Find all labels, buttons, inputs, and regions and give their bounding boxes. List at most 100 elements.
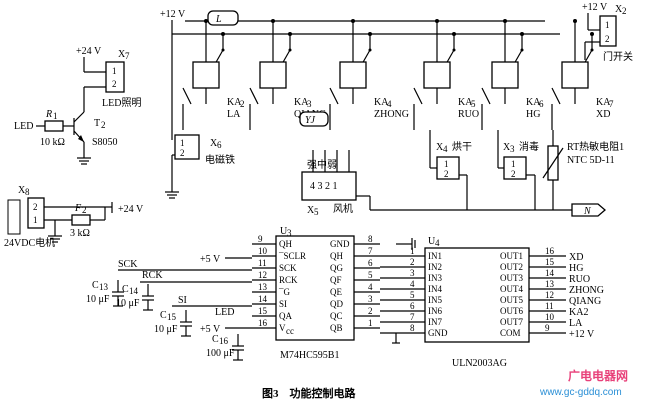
top-rail: +12 V L (160, 9, 560, 130)
x4-name: 烘干 (452, 141, 472, 153)
u4-rpin-name-12: OUT5 (500, 295, 523, 305)
relay-name-hg: HG (526, 109, 540, 120)
f2-ref: F (74, 203, 82, 214)
relay-coil-ka2 (192, 61, 220, 89)
u4-rpin-name-13: OUT4 (500, 284, 523, 294)
relay-ref-sub-ka7: 7 (609, 99, 614, 109)
u4-signal-hg: HG (569, 263, 583, 274)
u4-pin-name-2: IN2 (428, 262, 442, 272)
rt-label-1: RT热敏电阻1 (567, 140, 624, 153)
yj-node-label: YJ (305, 115, 316, 126)
u3-rpin-name-4: QE (330, 287, 342, 297)
x4-dryer: X 4 烘干 1 2 (429, 130, 472, 210)
u4-body (424, 247, 530, 343)
led-input-label: LED (14, 121, 33, 132)
u3-rpin-num-5: 5 (368, 270, 373, 280)
figure-caption: 图3 功能控制电路 (262, 386, 356, 400)
cap-ref-c14: C (122, 284, 129, 295)
relay-ref-sub-ka3: 3 (307, 99, 312, 109)
u3-rpin-num-7: 7 (368, 246, 373, 256)
x6-pin1: 1 (180, 138, 185, 148)
l-node-label: L (215, 14, 222, 25)
u4-rpin-num-14: 14 (545, 268, 555, 278)
x8-ref-sub: 8 (25, 187, 30, 197)
input-signals: SCK RCK SI LED +5 V +5 V (118, 254, 252, 335)
t2-type: S8050 (92, 137, 118, 148)
x3-pin2: 2 (511, 169, 516, 179)
x3-ref: X (503, 142, 511, 153)
u4-signal-12v: +12 V (569, 329, 595, 340)
vcc12-top-label: +12 V (160, 9, 186, 20)
x6-electromagnet: 1 2 X 6 电磁铁 (165, 130, 235, 199)
relay-ref-sub-ka5: 5 (471, 99, 476, 109)
relay-bank: KA2LAKA3QIANGKA4ZHONGKA5RUOKA6HGKA7XD (182, 19, 614, 130)
u4-rpin-name-11: OUT6 (500, 306, 523, 316)
x5-fan: 强中弱 4 3 2 1 X 5 风机 (301, 150, 370, 217)
u4-pin-num-1: 1 (410, 246, 415, 256)
u4-signal-xd: XD (569, 252, 583, 263)
watermark-line1: 广电电器网 (568, 368, 628, 383)
f2-ref-sub: 2 (82, 205, 87, 215)
vcc5-b-label: +5 V (200, 324, 221, 335)
u4-part: ULN2003AG (452, 358, 507, 369)
vcc24-x8-label: +24 V (118, 204, 144, 215)
u4-pin-num-5: 5 (410, 290, 415, 300)
relay-name-la: LA (227, 109, 241, 120)
u3-pin-num-9: 9 (258, 234, 263, 244)
u3-rpin-name-3: QD (330, 299, 343, 309)
u3-rpin-name-7: QH (330, 251, 343, 261)
yj-node-box (299, 111, 329, 127)
u3-pin-name-12: RCK (279, 275, 298, 285)
cap-value-c15: 10 μF (154, 324, 178, 335)
f2-body (71, 214, 91, 226)
u4-pin-num-3: 3 (410, 268, 415, 278)
u3-rpin-name-5: QF (330, 275, 342, 285)
x5-title: 强中弱 (307, 158, 337, 171)
u4-pin-name-4: IN4 (428, 284, 442, 294)
relay-ref-ka5: KA (458, 97, 473, 108)
x7-connector (105, 61, 125, 93)
u3-ref-sub: 3 (287, 228, 292, 238)
u3-body (275, 235, 355, 341)
cap-value-c14: 10 μF (116, 298, 140, 309)
cap-ref-sub-c16: 16 (219, 336, 229, 346)
relay-ref-ka4: KA (374, 97, 389, 108)
x6-name: 电磁铁 (205, 153, 235, 166)
u3-pin-num-11: 11 (258, 258, 267, 268)
x8-ref: X (18, 185, 26, 196)
cap-ref-sub-c14: 14 (129, 286, 139, 296)
u3-rpin-num-6: 6 (368, 258, 373, 268)
u3-pin-num-16: 16 (258, 318, 268, 328)
si-label: SI (178, 295, 187, 306)
u4-rpin-name-9: COM (500, 328, 521, 338)
u3-rpin-name-6: QG (330, 263, 343, 273)
x3-ref-sub: 3 (510, 144, 515, 154)
u3-pin-name-11: SCK (279, 263, 297, 273)
relay-ref-ka3: KA (294, 97, 309, 108)
u4-pin-name-5: IN5 (428, 295, 442, 305)
r1-body (44, 120, 64, 132)
cap-ref-c13: C (92, 280, 99, 291)
u4-signal-qiang: QIANG (569, 296, 601, 307)
yj-node: YJ (299, 111, 329, 127)
u3-rpin-name-2: QC (330, 311, 343, 321)
r1-value: 10 kΩ (40, 137, 65, 148)
x2-pin1: 1 (605, 20, 610, 30)
relay-coil-ka3 (259, 61, 287, 89)
cap-ref-c15: C (160, 310, 167, 321)
u4-ref-sub: 4 (435, 238, 440, 248)
x5-ref-sub: 5 (314, 207, 319, 217)
relay-ref-ka7: KA (596, 97, 611, 108)
x7-pin2: 2 (112, 79, 117, 89)
u3-pin-name-13: ¯G (278, 287, 291, 297)
sck-label: SCK (118, 259, 138, 270)
u3-rpin-num-8: 8 (368, 234, 373, 244)
u4-pin-num-7: 7 (410, 312, 415, 322)
x6-ref: X (210, 138, 218, 149)
